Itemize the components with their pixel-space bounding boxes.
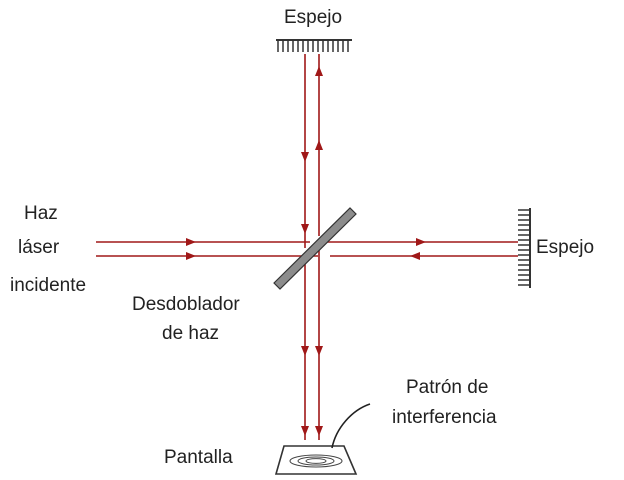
screen	[274, 445, 358, 475]
pattern-pointer-line	[331, 403, 371, 449]
arrow-right-3	[416, 238, 426, 246]
top-mirror	[276, 39, 352, 52]
mirror-right-label: Espejo	[536, 237, 595, 258]
right-mirror	[518, 208, 531, 288]
arrow-up-1	[315, 140, 323, 150]
arrow-down-6	[315, 426, 323, 436]
interference-ring-3	[305, 458, 327, 464]
pattern-label-line2: interferencia	[392, 407, 497, 428]
arrow-down-3	[301, 346, 309, 356]
screen-label: Pantalla	[164, 447, 233, 468]
beam-arrows	[186, 66, 426, 436]
arrow-down-2	[301, 224, 309, 234]
arrow-down-5	[301, 426, 309, 436]
laser-label-line2: láser	[18, 237, 60, 258]
interference-ring-2	[297, 456, 335, 466]
beam-splitter	[273, 207, 357, 290]
mirror-top-label: Espejo	[284, 7, 343, 28]
interference-ring-1	[289, 454, 343, 468]
arrow-up-2	[315, 66, 323, 76]
splitter-label-line1: Desdoblador	[132, 294, 240, 315]
arrow-right-2	[186, 252, 196, 260]
laser-label-line1: Haz	[24, 203, 58, 224]
arrow-right-1	[186, 238, 196, 246]
laser-label-line3: incidente	[10, 275, 87, 296]
arrow-down-1	[301, 152, 309, 162]
splitter-label-line2: de haz	[162, 323, 220, 344]
pattern-label-line1: Patrón de	[406, 377, 489, 398]
arrow-down-4	[315, 346, 323, 356]
arrow-left-1	[410, 252, 420, 260]
